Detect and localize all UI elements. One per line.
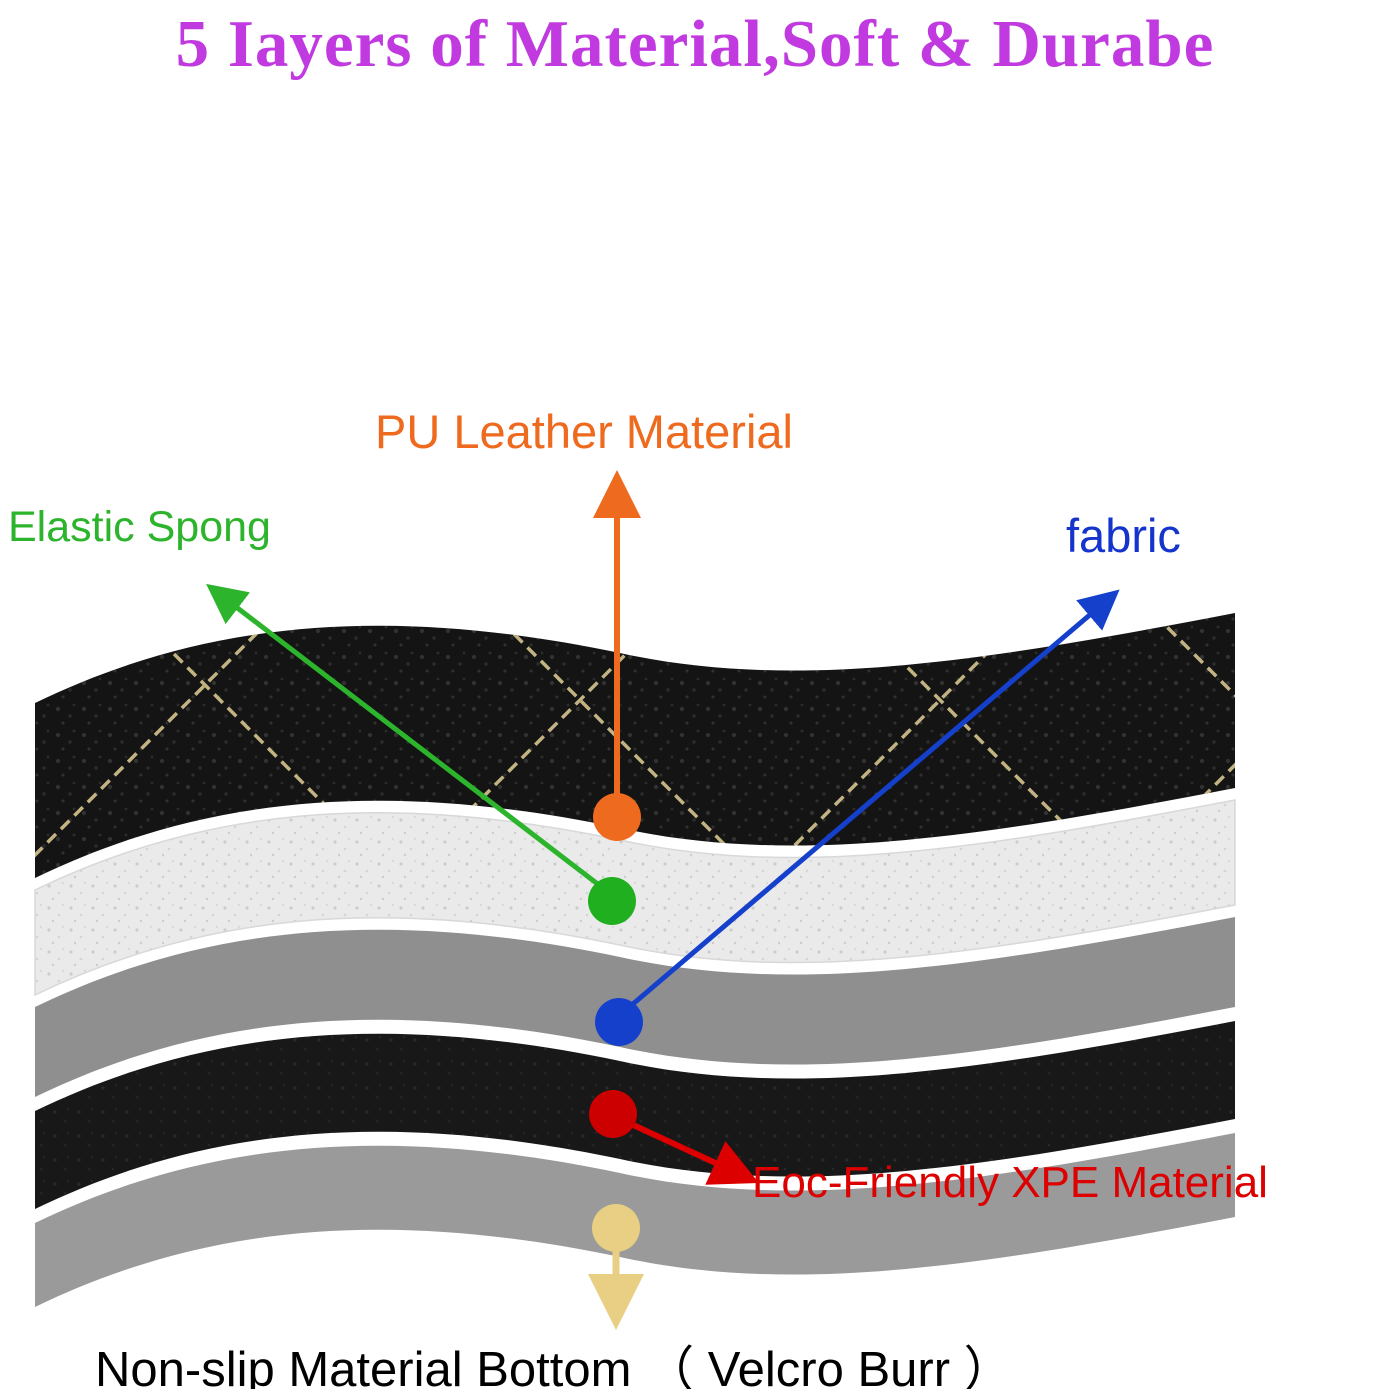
- xpe-arrow: [616, 1115, 759, 1185]
- fabric-arrow: [618, 589, 1120, 1017]
- elastic-sponge-arrow: [206, 583, 614, 897]
- elastic-sponge-dot: [588, 877, 636, 925]
- elastic-sponge-label: Elastic Spong: [8, 503, 271, 551]
- pu-leather-dot: [593, 793, 641, 841]
- layer-pu-leather: [35, 613, 1235, 878]
- pu-leather-label: PU Leather Material: [375, 405, 793, 458]
- xpe-label: Eoc-Friendly XPE Material: [752, 1158, 1268, 1207]
- page-title: 5 Iayers of Material,Soft & Durabe: [175, 7, 1215, 81]
- xpe-dot: [589, 1090, 637, 1138]
- fabric-label: fabric: [1066, 509, 1181, 562]
- non-slip-bottom-label: Non-slip Material Bottom （ Velcro Burr ）: [95, 1343, 1013, 1389]
- non-slip-dot: [592, 1204, 640, 1252]
- fabric-dot: [595, 998, 643, 1046]
